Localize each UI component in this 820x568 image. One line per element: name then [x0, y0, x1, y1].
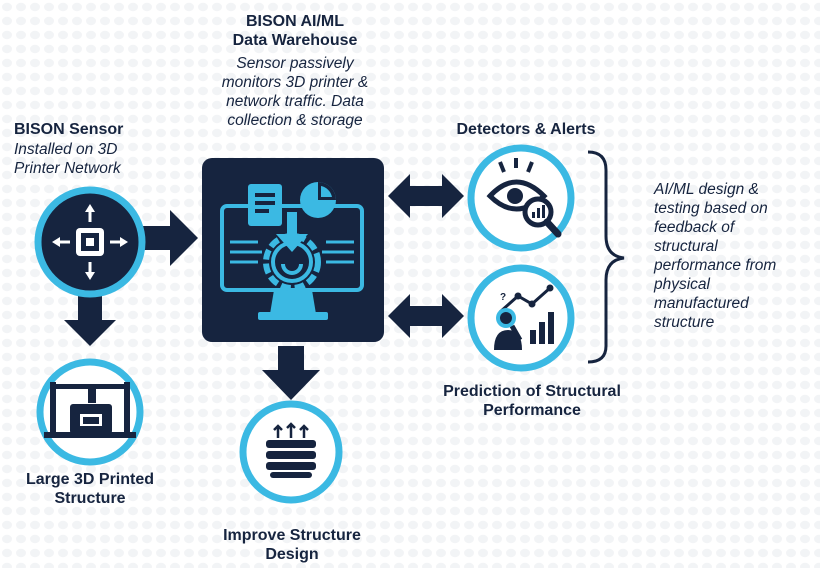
warehouse-desc-line4: collection & storage: [227, 112, 363, 129]
monitor-gear-icon: [202, 158, 384, 342]
arrow-sensor-to-structure: [64, 296, 116, 346]
double-arrow-detectors: [388, 174, 464, 218]
improve-title-line1: Improve Structure: [223, 527, 361, 544]
feedback-line6: physical: [654, 276, 710, 293]
structure-title-line1: Large 3D Printed: [25, 471, 155, 488]
improve-title-line2: Design: [265, 546, 319, 563]
warehouse-description: Sensor passively monitors 3D printer & n…: [200, 54, 390, 130]
chip-icon: [34, 186, 146, 298]
feedback-line1: AI/ML design &: [654, 181, 759, 198]
arrow-warehouse-to-improve: [262, 346, 320, 400]
prediction-title-line2: Performance: [483, 402, 581, 419]
feedback-description: AI/ML design & testing based on feedback…: [654, 180, 818, 332]
prediction-title: Prediction of Structural Performance: [408, 382, 656, 420]
improve-title: Improve Structure Design: [196, 526, 388, 564]
double-arrow-prediction: [388, 294, 464, 338]
sensor-desc-line1: Installed on 3D: [14, 141, 118, 158]
eye-magnifier-icon: [467, 144, 575, 252]
detectors-title: Detectors & Alerts: [456, 121, 596, 138]
feedback-line3: feedback of: [654, 219, 735, 236]
printer-frame-icon: [36, 358, 144, 466]
sensor-description: Installed on 3D Printer Network: [14, 140, 164, 178]
warehouse-desc-line3: network traffic. Data: [226, 93, 364, 110]
feedback-line8: structure: [654, 314, 715, 331]
analyst-chart-icon: ?: [467, 264, 575, 372]
structure-title-line2: Structure: [54, 490, 126, 507]
warehouse-title-line1: BISON AI/ML: [245, 13, 345, 30]
arrow-sensor-to-warehouse: [142, 210, 198, 266]
prediction-title-line1: Prediction of Structural: [443, 383, 621, 400]
warehouse-title-line2: Data Warehouse: [232, 32, 358, 49]
layers-icon: [239, 400, 343, 504]
feedback-line7: manufactured: [654, 295, 749, 312]
feedback-line2: testing based on: [654, 200, 768, 217]
feedback-brace: [587, 150, 625, 364]
sensor-title: BISON Sensor: [14, 121, 124, 138]
feedback-line4: structural: [654, 238, 718, 255]
warehouse-desc-line2: monitors 3D printer &: [221, 74, 369, 91]
svg-text:?: ?: [500, 292, 506, 303]
warehouse-desc-line1: Sensor passively: [236, 55, 354, 72]
feedback-line5: performance from: [654, 257, 777, 274]
warehouse-title: BISON AI/ML Data Warehouse: [210, 12, 380, 50]
structure-title: Large 3D Printed Structure: [2, 470, 178, 508]
sensor-desc-line2: Printer Network: [14, 160, 121, 177]
